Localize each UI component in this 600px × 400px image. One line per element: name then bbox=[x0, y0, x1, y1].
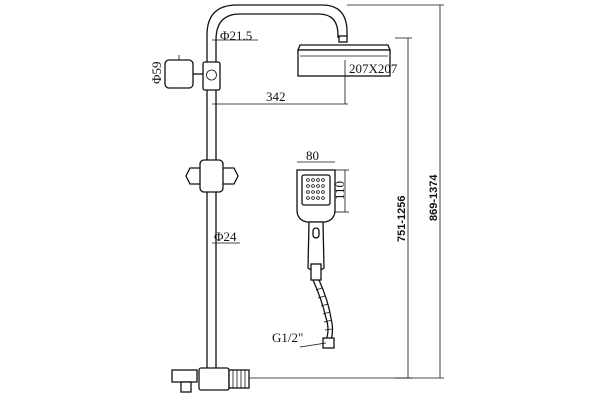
riser-pipe bbox=[206, 4, 348, 378]
top-wall-holder bbox=[164, 59, 221, 91]
dimension-lines bbox=[178, 4, 444, 379]
spray-nozzles bbox=[306, 178, 325, 200]
handset-width-label: 80 bbox=[306, 148, 319, 163]
outer-height-label: 869-1374 bbox=[428, 174, 440, 221]
rain-shower-head bbox=[297, 35, 391, 77]
hose-thread-label: G1/2" bbox=[272, 330, 303, 345]
handset-height-label: 110 bbox=[332, 181, 347, 200]
riser-diameter-label: Φ24 bbox=[214, 229, 237, 244]
diverter-valve bbox=[171, 367, 250, 393]
shower-hose bbox=[312, 279, 335, 349]
arm-length-label: 342 bbox=[266, 89, 286, 104]
holder-diameter-label: Φ59 bbox=[149, 61, 164, 84]
hand-shower bbox=[296, 169, 336, 281]
slide-holder bbox=[185, 159, 239, 193]
inner-height-label: 751-1256 bbox=[396, 196, 408, 243]
pipe-diameter-label: Φ21.5 bbox=[220, 28, 252, 43]
head-size-label: 207X207 bbox=[349, 61, 398, 76]
